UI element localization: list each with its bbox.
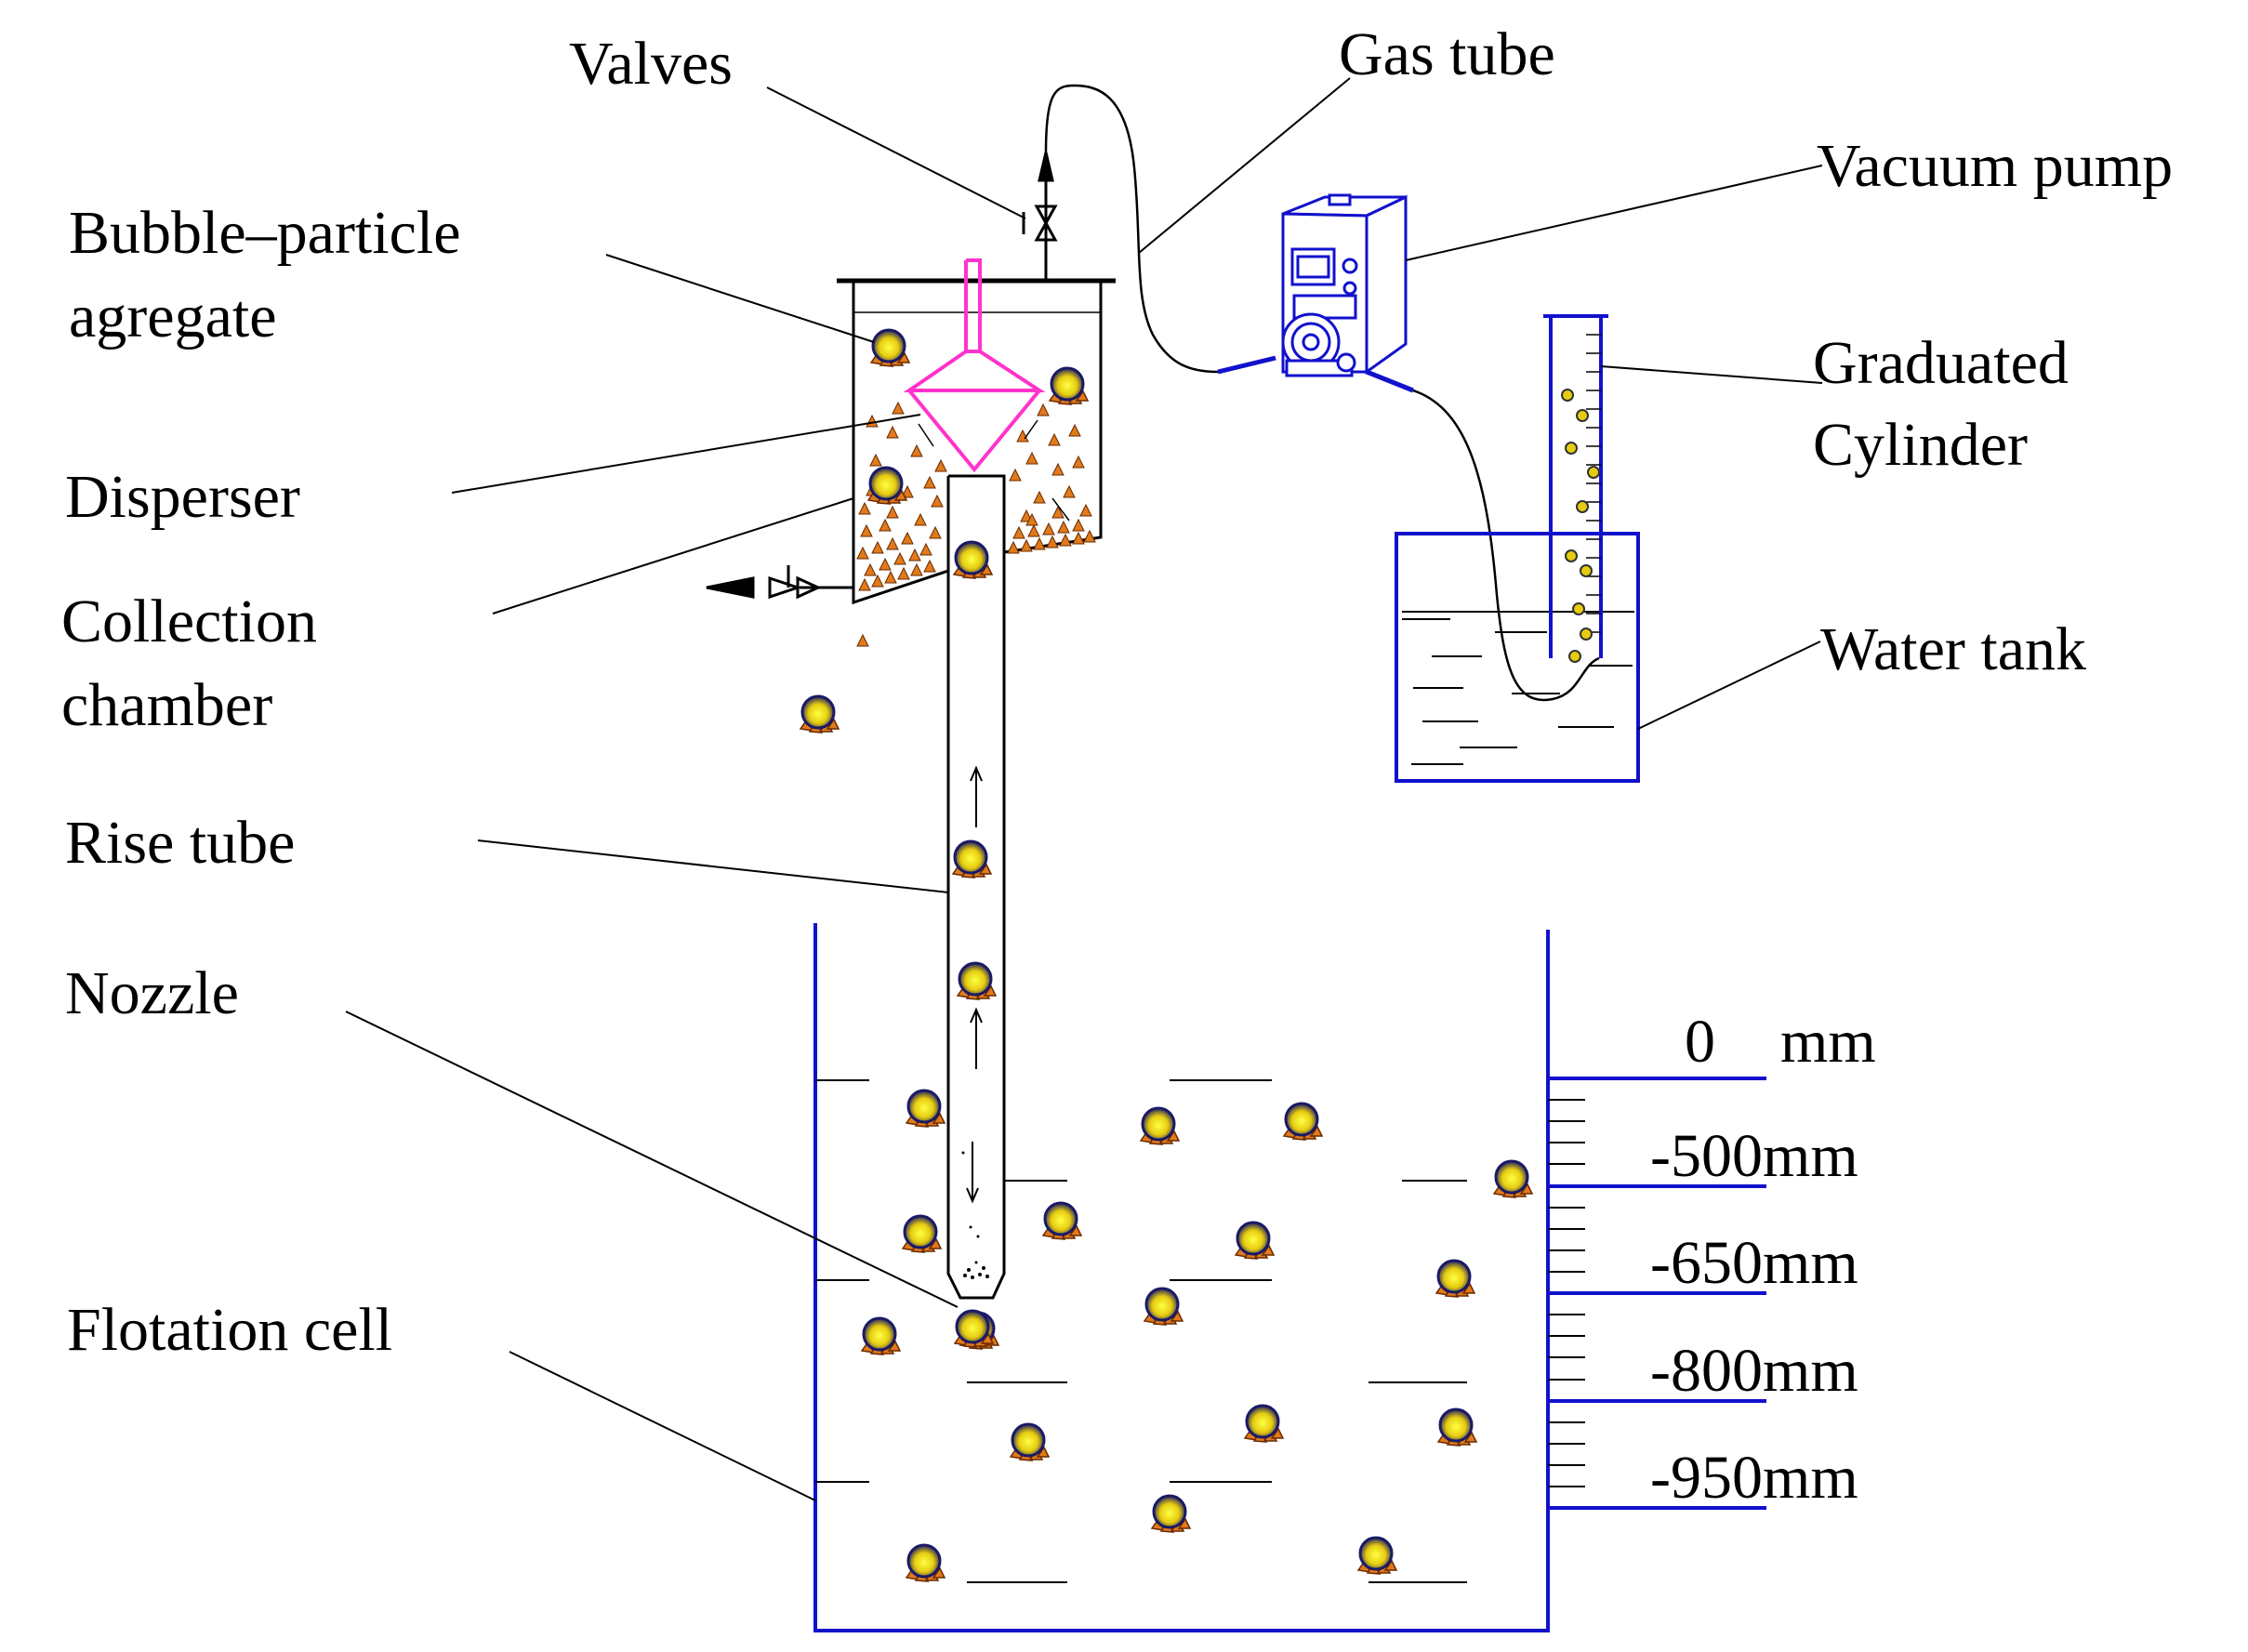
gas-tube [1044, 84, 1219, 374]
label-nozzle: Nozzle [65, 959, 239, 1027]
outlet-tube [1412, 389, 1600, 702]
vacuum-pump [1281, 193, 1408, 377]
water-surface-marks [815, 1079, 1467, 1583]
label-graduated: Graduated [1813, 329, 2069, 397]
label-cylinder: Cylinder [1813, 411, 2028, 479]
label-collection: Collection [61, 588, 317, 655]
label-bubble-particle: Bubble–particle [69, 199, 461, 267]
label-gas-tube: Gas tube [1339, 20, 1555, 88]
labels: Valves Gas tube Vacuum pump Bubble–parti… [61, 20, 2173, 1364]
label-rise-tube: Rise tube [65, 809, 295, 877]
label-valves: Valves [569, 30, 733, 98]
scale-label-800: -800mm [1650, 1337, 1858, 1405]
leader-lines [345, 77, 1823, 1501]
nozzle-bubbles [961, 1151, 989, 1279]
scale-label-0: 0 [1685, 1008, 1715, 1076]
graduated-cylinder [1543, 314, 1608, 663]
scale-unit-0: mm [1780, 1008, 1876, 1076]
scale-label-650: -650mm [1650, 1229, 1858, 1297]
flotation-cell [813, 923, 1550, 1632]
label-chamber: chamber [61, 671, 272, 739]
scale-label-500: -500mm [1650, 1122, 1858, 1190]
top-valve [1022, 152, 1058, 281]
label-flotation-cell: Flotation cell [67, 1296, 392, 1364]
drain-valve [706, 565, 853, 600]
disperser [903, 258, 1046, 473]
label-disperser: Disperser [65, 463, 300, 531]
label-agregate: agregate [69, 283, 277, 350]
scale-label-950: -950mm [1650, 1444, 1858, 1512]
label-vacuum-pump: Vacuum pump [1817, 132, 2173, 200]
cylinder-bubbles [1561, 389, 1600, 663]
depth-scale: 0 mm -500mm -650mm -800mm -950mm [1546, 1008, 1876, 1512]
label-water-tank: Water tank [1820, 615, 2086, 683]
rise-tube [946, 474, 1006, 1349]
collection-chamber [706, 258, 1116, 734]
water-tank [1395, 532, 1640, 783]
